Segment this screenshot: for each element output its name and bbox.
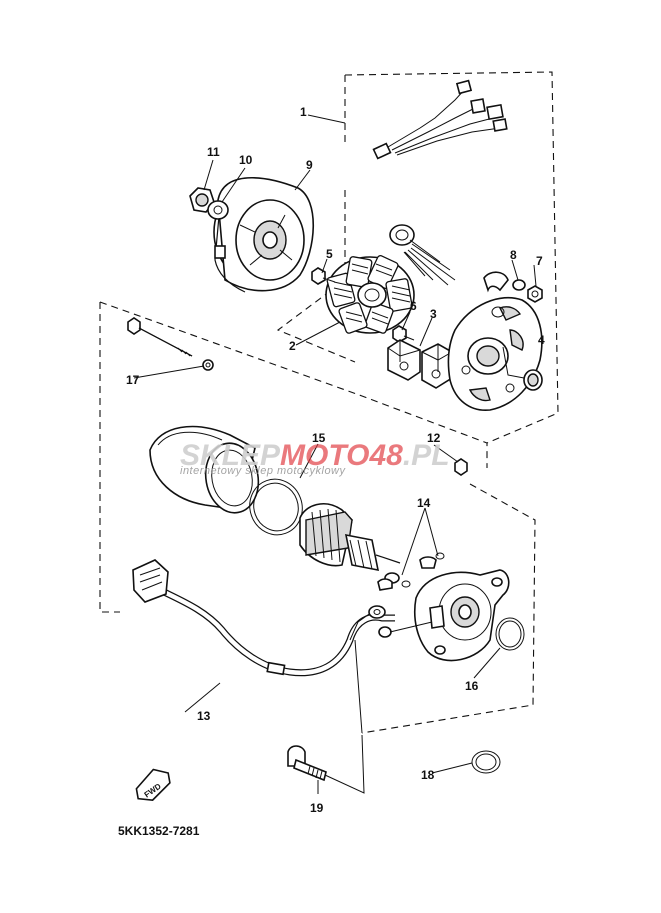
callout-19: 19 [310,801,324,815]
oil-seal [523,369,543,391]
lower-assembly-outline [99,301,536,734]
cover-screw [454,458,468,476]
callout-18: 18 [421,768,435,782]
svg-text:SKLEPMOTO48.PL: SKLEPMOTO48.PL [180,439,450,472]
watermark-tagline: internetowy sklep motocyklowy [180,465,347,477]
rotor-washer [207,200,229,220]
callout-7: 7 [536,254,543,268]
callout-11: 11 [207,145,220,159]
callout-2: 2 [289,339,296,353]
callout-3: 3 [430,307,437,321]
stator-screw [311,267,336,285]
yoke-o-ring [249,478,303,536]
leader-lines [133,114,537,794]
callout-1: 1 [300,105,307,119]
pickup-coil [387,339,453,389]
watermark-brand-left: SKLEP [180,439,281,472]
cover-o-ring [495,617,525,651]
through-bolt [127,317,214,371]
watermark-brand-suffix: .PL [403,439,450,472]
callout-9: 9 [306,158,313,172]
starter-yoke [149,425,260,514]
stator-coil [325,254,415,334]
callout-15: 15 [312,431,326,445]
seal-ring [471,750,501,774]
fwd-arrow-icon: FWD [135,768,171,801]
mounting-bolt [287,745,327,782]
watermark-brand-right: MOTO48 [280,439,403,472]
callout-17: 17 [126,373,140,387]
callout-16: 16 [465,679,479,693]
part-code: 5KK1352-7281 [118,824,200,838]
flywheel-rotor [213,176,314,293]
starter-front-cover [413,569,510,662]
callout-14: 14 [417,496,431,510]
callout-6: 6 [410,299,417,313]
callout-4: 4 [538,333,545,347]
starter-cable [132,559,433,677]
pickup-screw [392,325,415,343]
callout-8: 8 [510,248,517,262]
callout-numbers: 1 2 3 4 5 6 7 8 9 10 11 12 13 14 15 16 1… [126,105,545,815]
stator-base-plate [447,296,543,411]
callout-10: 10 [239,153,253,167]
watermark: SKLEPMOTO48.PL internetowy sklep motocyk… [180,439,450,477]
callout-5: 5 [326,247,333,261]
brush-clips [377,552,445,591]
callout-12: 12 [427,431,441,445]
upper-assembly-outline [276,71,559,444]
base-screw [527,285,543,303]
wire-clamp [483,271,526,293]
wire-harness [362,79,508,286]
callout-13: 13 [197,709,211,723]
armature [299,503,401,584]
